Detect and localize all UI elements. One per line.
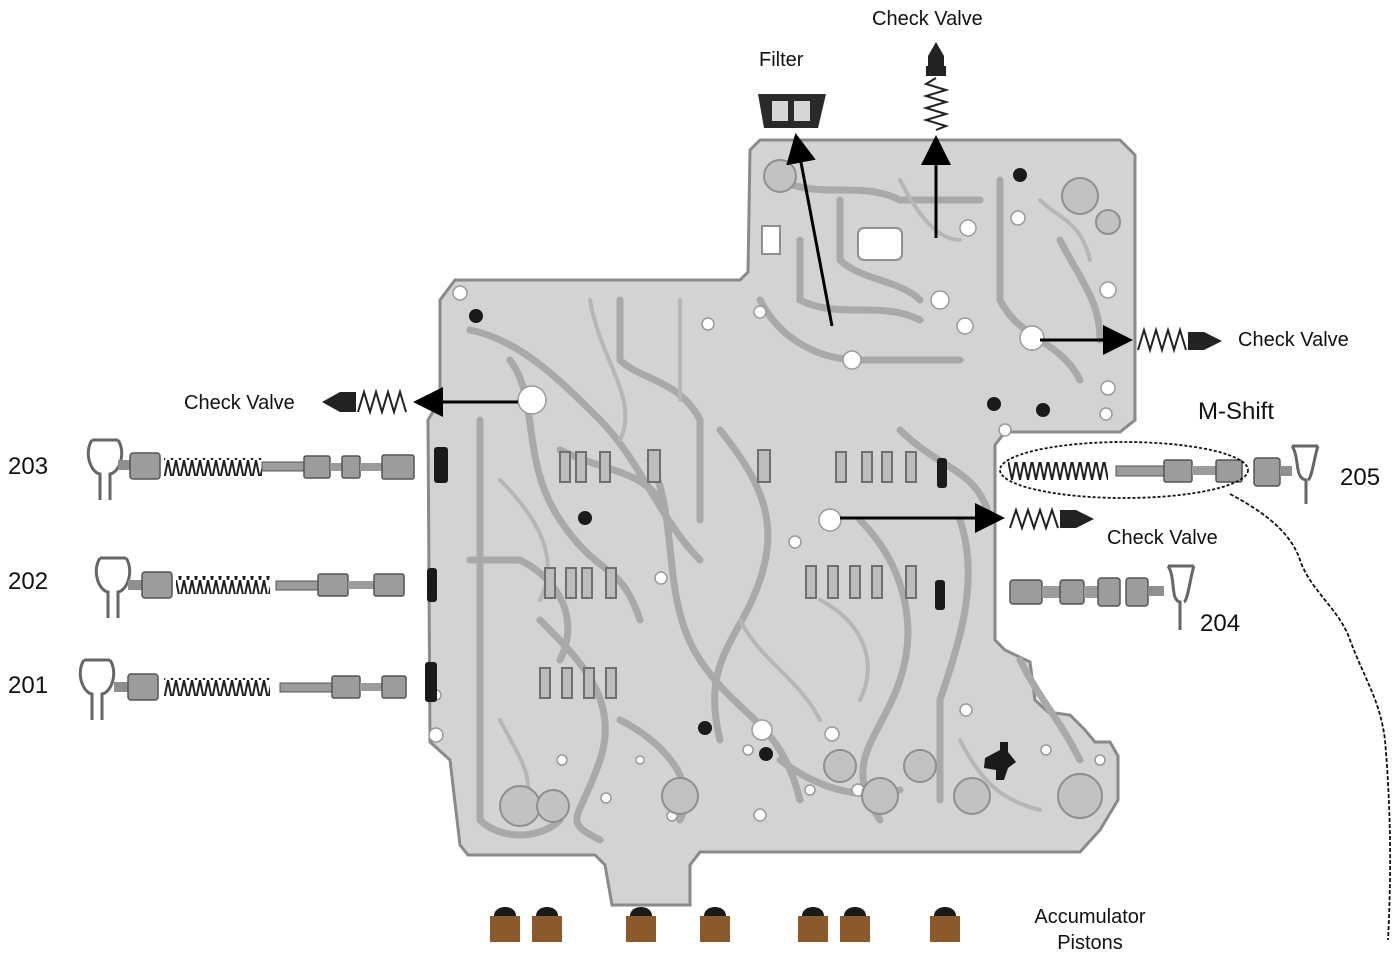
in-bore-valves (539, 449, 917, 699)
accumulator-label-line2: Pistons (1057, 932, 1123, 954)
plate-check-balls (469, 168, 1050, 780)
check-valve-left-part (322, 388, 407, 416)
check-valve-right-lower-label: Check Valve (1107, 527, 1218, 549)
valve-201-label: 201 (8, 672, 49, 699)
m-shift-outline (999, 441, 1249, 499)
filter-label: Filter (759, 49, 804, 71)
filter-part (758, 94, 826, 128)
valve-205-assembly (1008, 444, 1320, 504)
valve-202-assembly (94, 556, 405, 618)
plate-holes (428, 210, 1117, 822)
valve-201-assembly (78, 658, 407, 720)
check-valve-top-part (922, 42, 950, 131)
check-valve-right-upper-part (1137, 326, 1222, 354)
check-valve-right-upper-label: Check Valve (1238, 329, 1349, 351)
check-valve-right-lower-part (1009, 506, 1094, 532)
arrows (413, 133, 1133, 533)
accumulator-label-line1: Accumulator (1034, 906, 1146, 928)
plate-bores (499, 159, 1121, 827)
valve-slots (425, 447, 947, 702)
m-shift-label: M-Shift (1198, 398, 1275, 425)
check-valve-left-label: Check Valve (184, 392, 295, 414)
valve-203-assembly (86, 438, 415, 500)
valve-202-label: 202 (8, 568, 49, 595)
valve-204-assembly (1009, 564, 1196, 630)
valve-203-label: 203 (8, 453, 49, 480)
accumulator-pistons-label: Accumulator Pistons (1020, 904, 1160, 956)
m-shift-leader (1229, 493, 1392, 941)
check-valve-top-label: Check Valve (872, 8, 983, 30)
accumulator-pistons (490, 907, 960, 942)
valve-204-label: 204 (1200, 610, 1241, 637)
valve-205-label: 205 (1340, 464, 1381, 491)
